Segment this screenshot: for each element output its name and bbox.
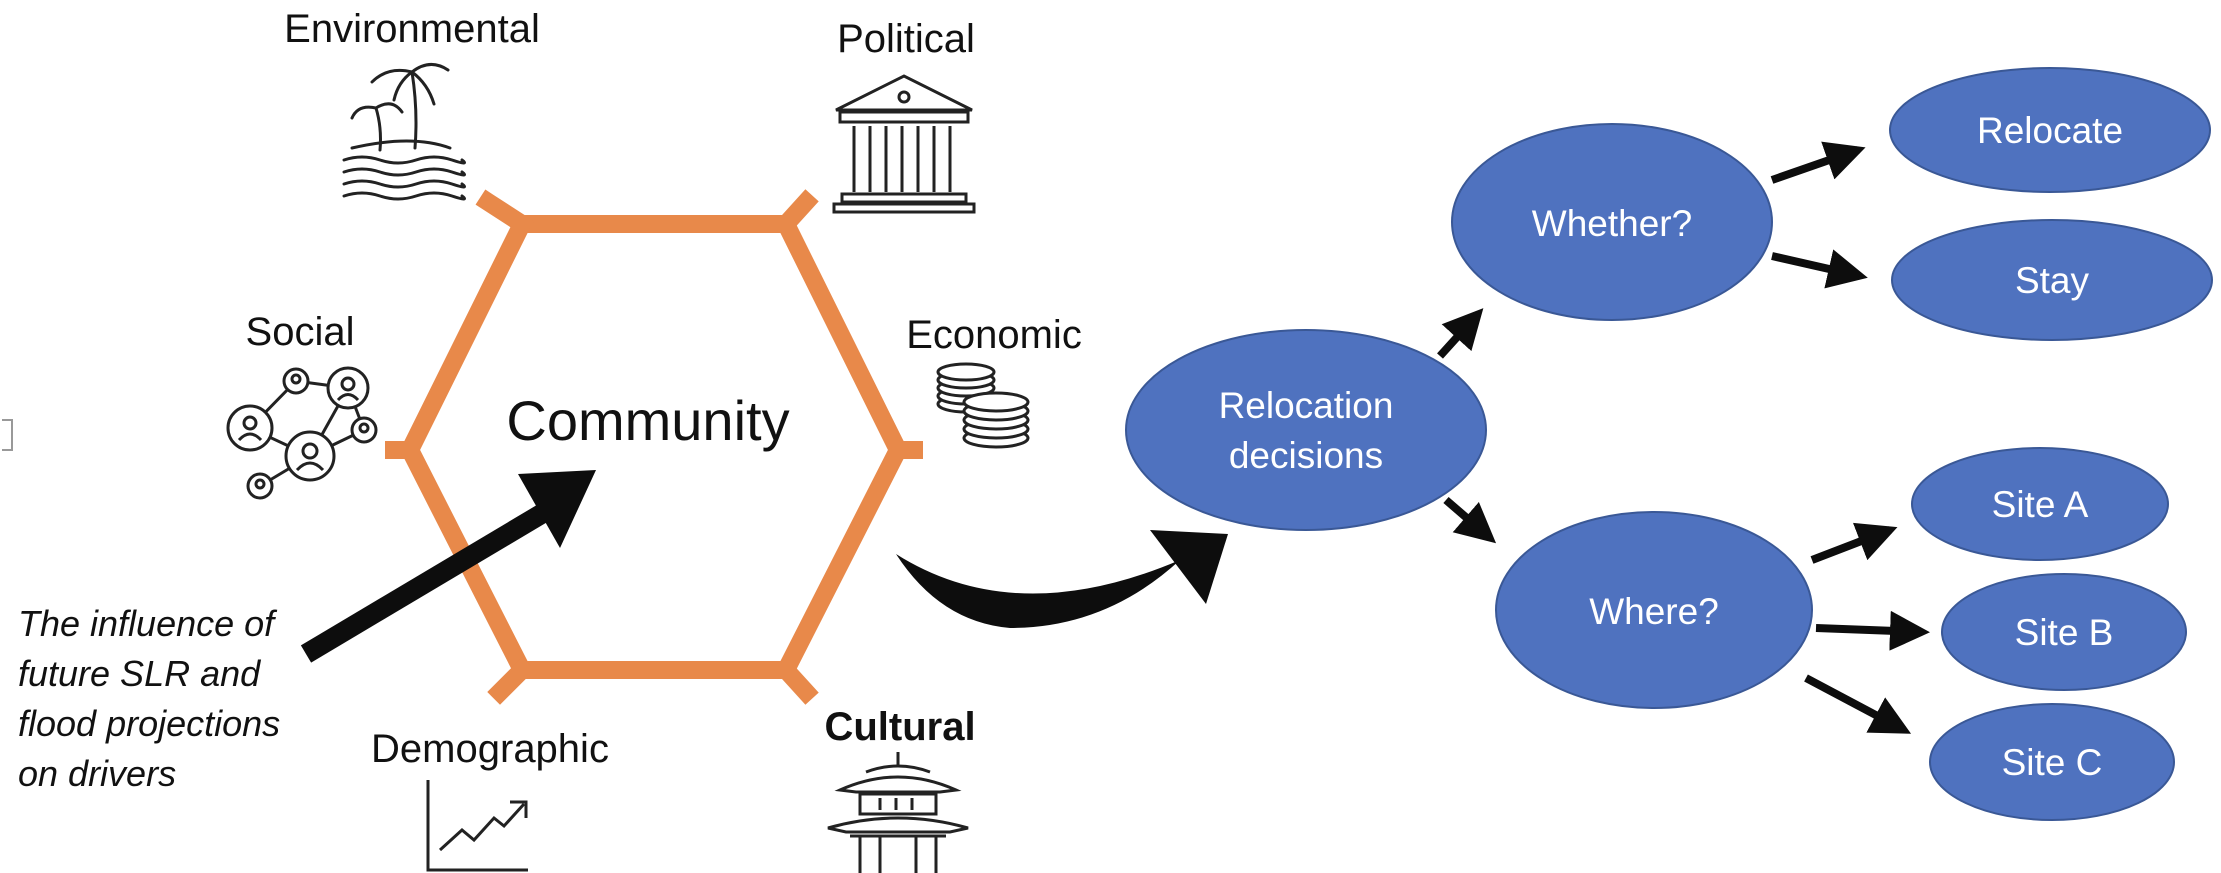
outcome-site-b: Site B	[1941, 573, 2187, 691]
influence-note-line-4: on drivers	[18, 753, 176, 794]
center-label: Community	[506, 389, 789, 452]
outcome-site-c: Site C	[1929, 703, 2175, 821]
driver-social: Social	[246, 310, 355, 354]
driver-cultural: Cultural	[824, 705, 975, 749]
outcome-relocate: Relocate	[1889, 67, 2211, 193]
root-label-line-1: Relocation	[1219, 385, 1394, 426]
driver-environmental: Environmental	[284, 7, 540, 51]
edge-bracket	[2, 419, 13, 451]
community-hexagon	[385, 189, 923, 705]
driver-political: Political	[837, 17, 975, 61]
influence-note-line-2: future SLR and	[18, 653, 261, 694]
influence-note-line-3: flood projections	[18, 703, 280, 744]
whether-label: Whether?	[1532, 203, 1692, 244]
people-network-icon	[226, 366, 378, 500]
decision-node-root: Relocation decisions	[1125, 329, 1487, 531]
influence-arrow	[300, 470, 596, 663]
where-label: Where?	[1589, 591, 1719, 632]
stay-label: Stay	[2015, 260, 2090, 301]
driver-economic: Economic	[906, 313, 1082, 357]
influence-note-line-1: The influence of	[18, 603, 278, 644]
driver-demographic: Demographic	[371, 727, 609, 771]
decision-node-whether: Whether?	[1451, 123, 1773, 321]
outcome-site-a: Site A	[1911, 447, 2169, 561]
relocate-label: Relocate	[1977, 110, 2123, 151]
decision-node-where: Where?	[1495, 511, 1813, 709]
government-building-icon	[832, 74, 976, 214]
root-label-line-2: decisions	[1229, 435, 1383, 476]
site-b-label: Site B	[2015, 612, 2114, 653]
site-a-label: Site A	[1992, 484, 2089, 525]
outcome-stay: Stay	[1891, 219, 2213, 341]
pagoda-icon	[827, 752, 969, 873]
tree-arrows	[1437, 141, 1930, 734]
site-c-label: Site C	[2002, 742, 2103, 783]
palm-island-icon	[342, 63, 466, 201]
growth-chart-icon	[426, 780, 528, 872]
curved-arrow	[896, 530, 1228, 628]
coin-stack-icon	[936, 362, 1030, 449]
